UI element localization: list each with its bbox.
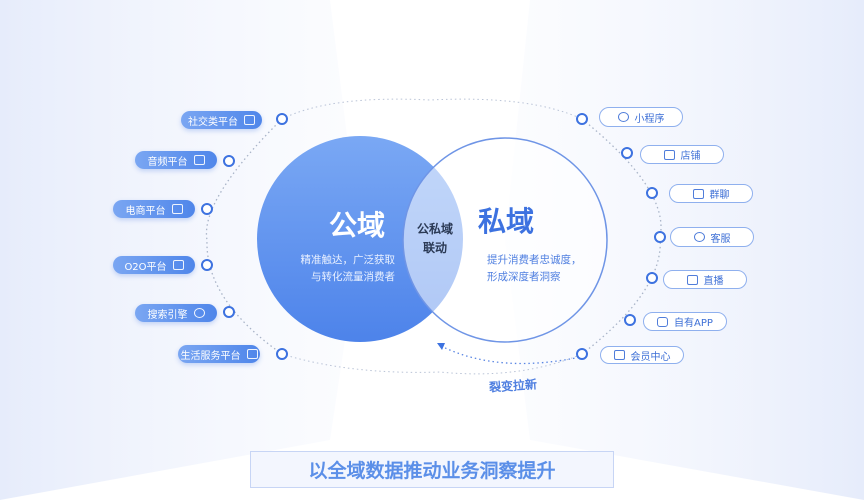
channel-label: 搜索引擎 — [147, 309, 188, 321]
public-desc-line1: 精准触达，广泛获取 — [300, 254, 396, 266]
public-channel-audio[interactable]: 音频平台 — [135, 151, 217, 169]
channel-label: O2O平台 — [124, 261, 167, 273]
connector-dot — [201, 259, 213, 271]
public-desc-line2: 与转化流量消费者 — [311, 271, 395, 283]
shopping-bag-icon — [171, 204, 183, 214]
channel-label: 自有APP — [674, 318, 713, 329]
public-channel-ecommerce[interactable]: 电商平台 — [113, 200, 195, 218]
private-description: 提升消费者忠诚度， 形成深度者洞察 — [487, 252, 617, 286]
channel-label: 生活服务平台 — [180, 350, 241, 362]
private-channel-live[interactable]: 直播 — [663, 270, 747, 289]
overlap-line1: 公私域 — [416, 222, 453, 236]
private-channel-customer-service[interactable]: 客服 — [670, 227, 754, 247]
channel-label: 店铺 — [680, 151, 701, 162]
connector-dot — [646, 187, 658, 199]
private-channel-member-center[interactable]: 会员中心 — [600, 346, 684, 364]
group-chat-icon — [692, 188, 704, 199]
overlap-line2: 联动 — [422, 241, 447, 255]
connector-dot — [576, 348, 588, 360]
connector-dot — [646, 272, 658, 284]
public-title: 公域 — [328, 209, 385, 242]
public-channel-social[interactable]: 社交类平台 — [181, 111, 262, 129]
channel-label: 音频平台 — [147, 156, 188, 168]
channel-label: 会员中心 — [630, 351, 671, 363]
member-icon — [613, 350, 625, 360]
radio-icon — [193, 155, 205, 165]
channel-label: 直播 — [703, 276, 724, 287]
connector-dot — [223, 306, 235, 318]
app-icon — [657, 316, 669, 327]
channel-label: 社交类平台 — [188, 116, 238, 128]
private-channel-group-chat[interactable]: 群聊 — [669, 184, 753, 203]
private-desc-line2: 形成深度者洞察 — [487, 271, 561, 283]
chat-icon — [244, 115, 255, 125]
private-channel-mini-program[interactable]: 小程序 — [599, 107, 683, 127]
public-domain-circle — [257, 136, 463, 342]
channel-label: 客服 — [710, 233, 731, 245]
public-description: 精准触达，广泛获取 与转化流量消费者 — [270, 252, 396, 286]
service-icon — [246, 349, 258, 359]
channel-label: 电商平台 — [125, 205, 166, 217]
channel-label: 群聊 — [709, 190, 730, 201]
private-channel-app[interactable]: 自有APP — [643, 312, 727, 331]
overlap-label: 公私域 联动 — [410, 220, 460, 258]
public-channel-o2o[interactable]: O2O平台 — [113, 256, 195, 274]
private-channel-store[interactable]: 店铺 — [640, 145, 724, 164]
private-domain-circle — [402, 137, 608, 343]
connector-dot — [201, 203, 213, 215]
headset-icon — [693, 232, 705, 242]
tablet-icon — [172, 260, 184, 270]
public-channel-life-service[interactable]: 生活服务平台 — [178, 345, 260, 363]
connector-dot — [654, 231, 666, 243]
connector-dot — [576, 113, 588, 125]
summary-banner: 以全域数据推动业务洞察提升 — [250, 451, 614, 488]
connector-dot — [223, 155, 235, 167]
mini-program-icon — [617, 112, 629, 122]
connector-dot — [276, 348, 288, 360]
channel-label: 小程序 — [634, 113, 665, 125]
connector-dot — [621, 147, 633, 159]
private-desc-line1: 提升消费者忠诚度， — [487, 254, 582, 266]
fission-arrow — [440, 345, 586, 365]
public-channel-search[interactable]: 搜索引擎 — [135, 304, 217, 322]
store-icon — [663, 149, 675, 160]
connector-dot — [624, 314, 636, 326]
live-icon — [686, 274, 698, 285]
connector-dot — [276, 113, 288, 125]
search-icon — [193, 308, 205, 318]
private-title: 私域 — [478, 205, 535, 238]
